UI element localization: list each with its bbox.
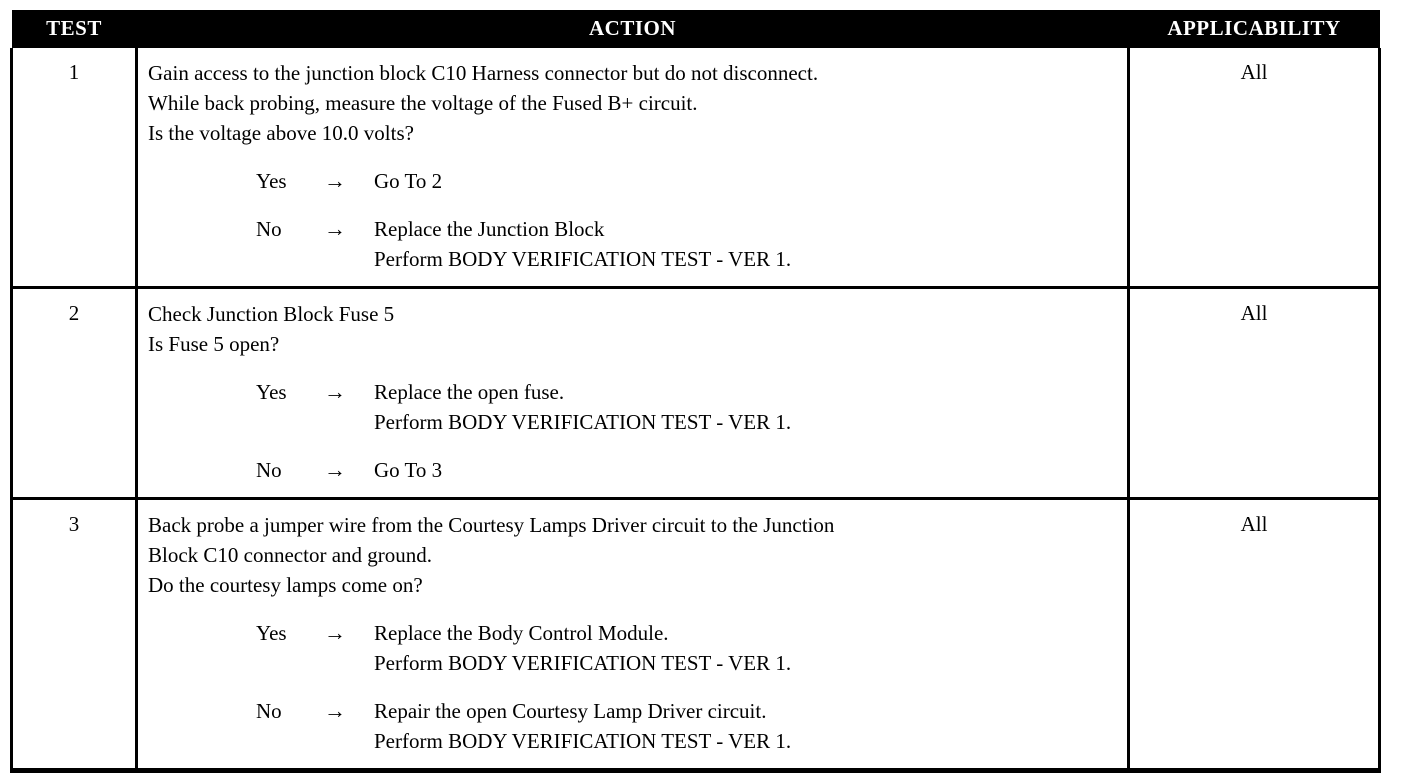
applicability-value: All [1127,48,1381,289]
branch-answer-label: No [256,699,282,723]
branch-instruction-line: Replace the Junction Block [374,217,605,241]
action-statement-line: Is the voltage above 10.0 volts? [148,121,414,145]
action-statement-line: Block C10 connector and ground. [148,543,433,567]
branch-answer-label: Yes [256,621,287,645]
branch-instruction: Go To 3 [374,455,1119,485]
applicability-value: All [1127,498,1381,773]
arrow-right-icon: → [324,620,346,645]
branch-instruction: Replace the open fuse. Perform BODY VERIF… [374,377,1119,437]
branch-block: Yes → Replace the open fuse. Perform BODY V… [148,377,1119,437]
branch-instruction-line: Perform BODY VERIFICATION TEST - VER 1. [374,247,792,271]
arrow-right-icon: → [324,379,346,404]
branch-instruction: Go To 2 [374,166,1119,196]
arrow-right-icon: → [324,216,346,241]
branch-instruction: Repair the open Courtesy Lamp Driver cir… [374,696,1119,756]
arrow-right-icon: → [324,457,346,482]
branch-answer-label: Yes [256,380,287,404]
action-statement-line: Check Junction Block Fuse 5 [148,302,395,326]
branch-instruction: Replace the Body Control Module. Perform … [374,618,1119,678]
branch-block: Yes → Replace the Body Control Module. Perf… [148,618,1119,678]
test-step-number: 1 [10,48,138,289]
branch-block: No → Repair the open Courtesy Lamp Driver … [148,696,1119,756]
action-statement-line: Gain access to the junction block C10 Ha… [148,61,819,85]
branch-instruction-line: Repair the open Courtesy Lamp Driver cir… [374,699,767,723]
test-step-number: 3 [10,498,138,773]
branch-answer-label: Yes [256,169,287,193]
branch-row: Yes → Replace the open fuse. Perform BODY V… [148,377,1119,437]
branch-instruction-line: Perform BODY VERIFICATION TEST - VER 1. [374,410,792,434]
diagnostic-test-table: TEST ACTION APPLICABILITY 1 Gain access t… [10,10,1381,773]
action-statement-line: Do the courtesy lamps come on? [148,573,423,597]
branch-instruction-line: Perform BODY VERIFICATION TEST - VER 1. [374,651,792,675]
action-statement-line: Back probe a jumper wire from the Courte… [148,513,835,537]
table-row: 2 Check Junction Block Fuse 5 Is Fuse 5 op… [10,287,1381,500]
action-cell: Check Junction Block Fuse 5 Is Fuse 5 ope… [135,287,1130,500]
column-header-action: ACTION [136,10,1129,48]
branch-instruction-line: Go To 2 [374,169,443,193]
action-statement-line: While back probing, measure the voltage … [148,91,698,115]
branch-row: No → Go To 3 [148,455,1119,485]
test-step-number: 2 [10,287,138,500]
arrow-right-icon: → [324,168,346,193]
branch-instruction-line: Go To 3 [374,458,443,482]
column-header-test: TEST [11,10,137,48]
branch-instruction-line: Replace the Body Control Module. [374,621,669,645]
table-row: 3 Back probe a jumper wire from the Court… [10,498,1381,773]
branch-block: Yes → Go To 2 [148,166,1119,196]
table-row: 1 Gain access to the junction block C10 H… [10,48,1381,289]
table-header-row: TEST ACTION APPLICABILITY [11,10,1380,48]
branch-row: Yes → Replace the Body Control Module. Perf… [148,618,1119,678]
table-body: 1 Gain access to the junction block C10 H… [10,48,1381,773]
branch-answer-label: No [256,458,282,482]
branch-row: No → Repair the open Courtesy Lamp Driver … [148,696,1119,756]
arrow-right-icon: → [324,698,346,723]
applicability-value: All [1127,287,1381,500]
branch-answer-label: No [256,217,282,241]
branch-block: No → Go To 3 [148,455,1119,485]
action-statement-line: Is Fuse 5 open? [148,332,280,356]
column-header-applicability: APPLICABILITY [1128,10,1380,48]
action-cell: Gain access to the junction block C10 Ha… [135,48,1130,289]
branch-row: Yes → Go To 2 [148,166,1119,196]
branch-instruction-line: Perform BODY VERIFICATION TEST - VER 1. [374,729,792,753]
branch-instruction-line: Replace the open fuse. [374,380,565,404]
action-cell: Back probe a jumper wire from the Courte… [135,498,1130,773]
